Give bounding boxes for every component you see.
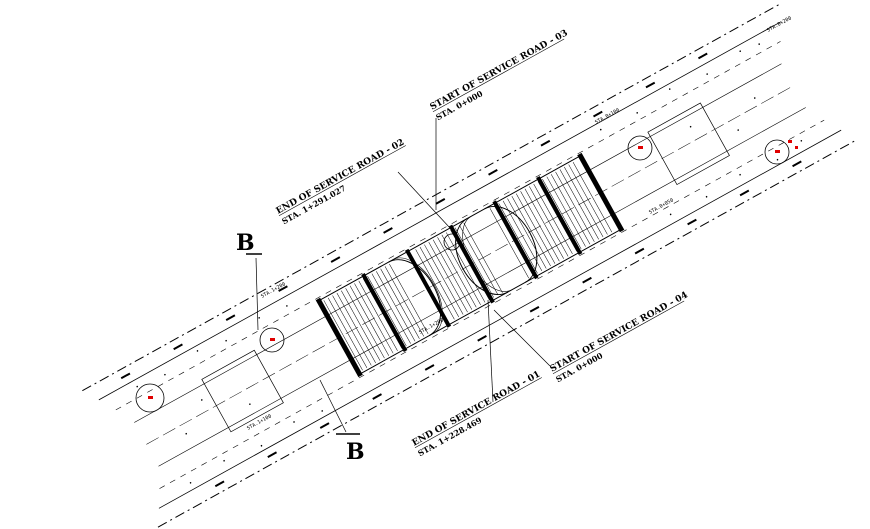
- manhole-circles: [135, 135, 790, 413]
- annotation-end-sr01: END OF SERVICE ROAD - 01 STA. 1+228.469: [411, 370, 543, 459]
- section-label-bottom: B: [346, 439, 365, 465]
- scatter-marks: [136, 43, 803, 484]
- section-marker-bottom: B: [336, 433, 365, 465]
- annotation-end-sr02: END OF SERVICE ROAD - 02 STA. 1+291.027: [275, 138, 407, 227]
- end-sr01-title: END OF SERVICE ROAD - 01: [411, 370, 543, 449]
- start-sr03-title: START OF SERVICE ROAD - 03: [429, 28, 570, 112]
- annotation-start-sr04: START OF SERVICE ROAD - 04 STA. 0+000: [549, 290, 690, 384]
- start-sr04-title: START OF SERVICE ROAD - 04: [549, 290, 690, 374]
- section-marker-top: B: [236, 230, 262, 256]
- sta-tag-ne-end: STA.0+200: [766, 15, 793, 33]
- red-markers: [148, 140, 798, 399]
- road-corridor: [82, 2, 858, 528]
- annotation-start-sr03: START OF SERVICE ROAD - 03 STA. 0+000: [429, 28, 570, 122]
- section-label-top: B: [236, 230, 255, 256]
- end-sr02-title: END OF SERVICE ROAD - 02: [275, 138, 407, 217]
- sta-tag-right-mid: STA.0+050: [648, 197, 675, 215]
- lane-dashes: [120, 52, 802, 488]
- leader-lines: [255, 118, 551, 433]
- sta-tag-upper-mid: STA.0+100: [594, 107, 621, 125]
- bridge-deck: [315, 152, 625, 378]
- sta-tag-left-upper: STA.1+200: [260, 281, 287, 299]
